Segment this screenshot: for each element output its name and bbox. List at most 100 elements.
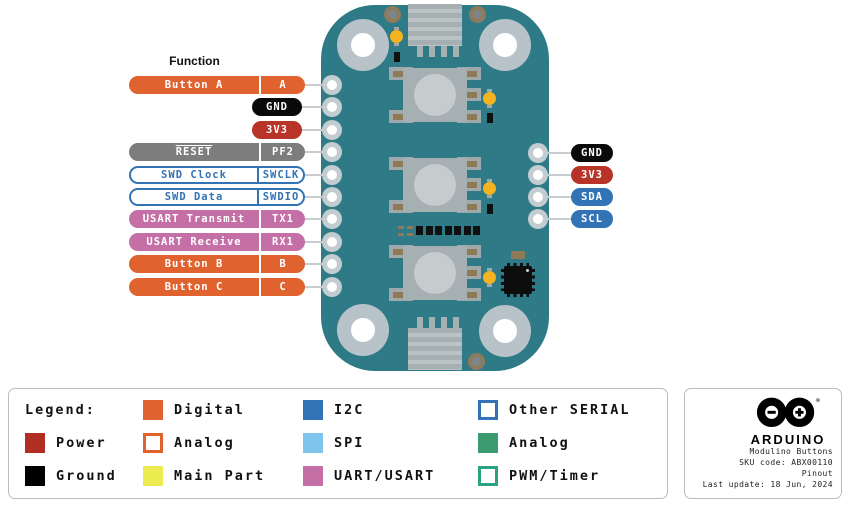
legend-swatch-solid bbox=[143, 399, 163, 420]
pin-label-divider bbox=[259, 143, 261, 161]
pin-hole bbox=[322, 120, 342, 140]
legend-title-row: Legend: bbox=[25, 399, 117, 420]
pin-row-left-3v3: 3V3 bbox=[0, 121, 640, 139]
legend-item: Power bbox=[25, 432, 117, 453]
pin-hole bbox=[528, 209, 548, 229]
pin-wire bbox=[546, 174, 576, 176]
legend-swatch-solid bbox=[25, 432, 45, 453]
legend-label: Power bbox=[56, 434, 107, 451]
pin-hole bbox=[322, 277, 342, 297]
connector-leg bbox=[441, 46, 447, 57]
fiducial-pad bbox=[468, 353, 485, 370]
pin-function-text: SWD Clock bbox=[161, 169, 227, 181]
pin-wire bbox=[546, 196, 576, 198]
connector-leg bbox=[453, 317, 459, 328]
pin-name-text: RX1 bbox=[272, 236, 294, 248]
pin-row-right-gnd: GND bbox=[0, 144, 640, 162]
pin-wire bbox=[296, 286, 327, 288]
function-column-header: Function bbox=[169, 54, 220, 68]
pin-function-text: Button A bbox=[164, 79, 224, 91]
pin-label-rx1: USART Receive RX1 bbox=[129, 233, 305, 251]
sku-code: SKU code: ABX00110 bbox=[739, 458, 833, 467]
pin-function-text: USART Receive bbox=[146, 236, 242, 248]
smd-component bbox=[487, 113, 493, 123]
pin-function-text: SWD Data bbox=[164, 191, 224, 203]
pin-name-text: B bbox=[279, 258, 287, 270]
legend-swatch-outline bbox=[478, 465, 498, 486]
pin-label-divider bbox=[259, 255, 261, 273]
legend-swatch-solid bbox=[303, 465, 323, 486]
pin-wire bbox=[296, 151, 327, 153]
pin-wire bbox=[296, 218, 327, 220]
pin-name-text: PF2 bbox=[272, 146, 294, 158]
product-info: Modulino Buttons SKU code: ABX00110 Pino… bbox=[703, 446, 833, 490]
led bbox=[483, 179, 496, 198]
pin-label-3v3: 3V3 bbox=[571, 166, 613, 184]
pin-wire bbox=[296, 106, 327, 108]
pin-label-divider bbox=[259, 76, 261, 94]
pin-function-text: Button B bbox=[164, 258, 224, 270]
pin-function-text: USART Transmit bbox=[142, 213, 246, 225]
mounting-hole bbox=[337, 304, 389, 356]
push-button-b bbox=[389, 155, 481, 215]
microcontroller-ic bbox=[501, 263, 535, 297]
pin-hole bbox=[322, 254, 342, 274]
last-update: Last update: 18 Jun, 2024 bbox=[702, 480, 833, 489]
pin-wire bbox=[296, 129, 327, 131]
pin-label-b: Button B B bbox=[129, 255, 305, 273]
legend-swatch-solid bbox=[478, 432, 498, 453]
legend-label: I2C bbox=[334, 401, 365, 418]
mounting-hole bbox=[337, 19, 389, 71]
legend-swatch-outline bbox=[478, 399, 498, 420]
arduino-logo: ® ARDUINO bbox=[746, 395, 830, 448]
legend-label: UART/USART bbox=[334, 467, 436, 484]
connector-leg bbox=[453, 46, 459, 57]
pin-wire bbox=[546, 218, 576, 220]
legend-item: Main Part bbox=[143, 465, 265, 486]
pin-function-text: Button C bbox=[164, 281, 224, 293]
pin-hole bbox=[322, 142, 342, 162]
smd-component bbox=[487, 204, 493, 214]
legend-label: Ground bbox=[56, 467, 117, 484]
legend-label: Analog bbox=[509, 434, 570, 451]
solder-dash bbox=[407, 226, 413, 229]
legend-item: Other SERIAL bbox=[478, 399, 631, 420]
pin-label-swdio: SWD Data SWDIO bbox=[129, 188, 305, 206]
legend-swatch-solid bbox=[303, 399, 323, 420]
connector-leg bbox=[429, 317, 435, 328]
modulino-board bbox=[321, 4, 549, 371]
solder-pad-row bbox=[416, 226, 480, 235]
pin-wire bbox=[296, 263, 327, 265]
pin-label-divider bbox=[259, 278, 261, 296]
pin-label-gnd: GND bbox=[571, 144, 613, 162]
branding-box: ® ARDUINO Modulino Buttons SKU code: ABX… bbox=[684, 388, 842, 499]
mounting-hole bbox=[479, 19, 531, 71]
resistor bbox=[511, 251, 525, 259]
pin-label-divider bbox=[257, 190, 259, 204]
smd-component bbox=[394, 52, 400, 62]
connector-leg bbox=[417, 317, 423, 328]
legend-swatch-outline bbox=[143, 432, 163, 453]
legend-item: Digital bbox=[143, 399, 265, 420]
legend-label: Other SERIAL bbox=[509, 401, 631, 418]
solder-dash bbox=[398, 226, 404, 229]
pin-name-text: SWDIO bbox=[262, 191, 300, 203]
solder-dash bbox=[398, 233, 404, 236]
product-name: Modulino Buttons bbox=[749, 447, 833, 456]
pin-label-divider bbox=[259, 233, 261, 251]
pin-wire bbox=[296, 196, 327, 198]
button-cap bbox=[414, 252, 456, 294]
legend-item: I2C bbox=[303, 399, 435, 420]
